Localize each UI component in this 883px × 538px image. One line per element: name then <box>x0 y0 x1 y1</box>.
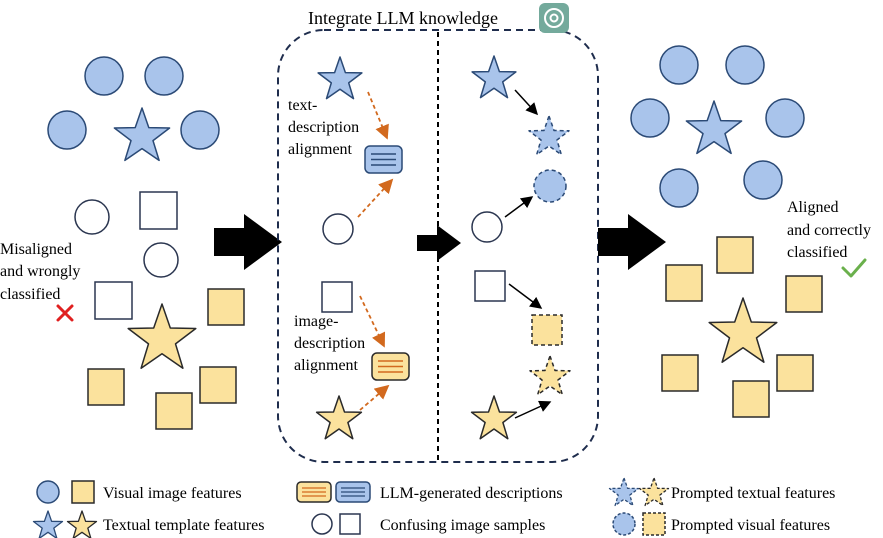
legend-llm: LLM-generated descriptions <box>296 481 563 503</box>
svg-text:Prompted textual features: Prompted textual features <box>671 485 835 502</box>
prompted-textual-blue-star <box>528 115 570 156</box>
legend-confusing: Confusing image samples <box>311 513 545 535</box>
visual-blue-circle <box>630 98 670 138</box>
text-description-alignment: text- description alignment <box>288 56 403 245</box>
right-cluster: Aligned and correctly classified <box>630 45 875 418</box>
confusing-square <box>139 191 178 230</box>
svg-text:Confusing image samples: Confusing image samples <box>380 517 545 534</box>
confusing-circle <box>471 211 503 243</box>
visual-blue-circle <box>180 110 220 150</box>
left-label: Misaligned and wrongly classified <box>0 241 84 303</box>
visual-yellow-square <box>776 354 814 392</box>
prompted-textual-yellow-star <box>529 355 571 396</box>
visual-blue-circle <box>84 56 124 96</box>
prompted-visual-blue-circle <box>533 169 567 203</box>
svg-text:Visual image features: Visual image features <box>103 485 242 502</box>
visual-yellow-square <box>732 380 770 418</box>
prompted-visual-yellow-square <box>531 314 563 346</box>
cross-icon <box>56 304 74 322</box>
image-alignment-label: image- description alignment <box>294 313 369 374</box>
textual-yellow-star <box>470 395 518 440</box>
legend-prompted-textual: Prompted textual features <box>608 477 835 507</box>
right-label: Aligned and correctly classified <box>787 199 875 261</box>
visual-blue-circle <box>743 160 783 200</box>
big-arrow-left <box>214 214 282 270</box>
textual-blue-star <box>317 56 363 100</box>
legend-textual: Textual template features <box>32 510 264 538</box>
confusing-circle <box>143 242 179 278</box>
visual-blue-circle <box>725 45 765 85</box>
textual-yellow-star <box>127 303 197 369</box>
visual-yellow-square <box>207 288 245 326</box>
visual-yellow-square <box>155 392 193 430</box>
visual-blue-circle <box>47 110 87 150</box>
confusing-square <box>321 281 353 313</box>
textual-yellow-star <box>315 395 363 440</box>
image-description-alignment: image- description alignment <box>294 281 410 440</box>
legend: Visual image features LLM-generated desc… <box>32 477 835 538</box>
visual-yellow-square <box>785 275 823 313</box>
check-icon <box>841 258 867 278</box>
visual-blue-circle <box>659 45 699 85</box>
visual-yellow-square <box>87 368 125 406</box>
visual-blue-circle <box>144 56 184 96</box>
text-alignment-label: text- description alignment <box>288 97 363 158</box>
textual-yellow-star <box>708 297 778 363</box>
panel-title: Integrate LLM knowledge <box>308 8 498 28</box>
llm-description-yellow-icon <box>371 352 410 381</box>
confusing-square <box>94 281 133 320</box>
confusing-square <box>474 270 506 302</box>
legend-visual: Visual image features <box>36 480 242 504</box>
openai-logo-icon <box>539 3 569 33</box>
left-cluster: Misaligned and wrongly classified <box>0 56 245 430</box>
visual-blue-circle <box>659 168 699 208</box>
svg-text:Prompted visual features: Prompted visual features <box>671 517 830 534</box>
visual-yellow-square <box>661 354 699 392</box>
visual-yellow-square <box>199 366 237 404</box>
legend-prompted-visual: Prompted visual features <box>612 512 830 536</box>
confusing-circle <box>74 199 110 235</box>
visual-yellow-square <box>716 236 754 274</box>
textual-blue-star <box>685 100 743 155</box>
prompted-features-column <box>470 55 571 440</box>
svg-text:Textual template features: Textual template features <box>103 517 264 534</box>
small-arrow-middle <box>417 225 461 261</box>
llm-description-blue-icon <box>364 145 403 174</box>
visual-blue-circle <box>765 98 805 138</box>
visual-yellow-square <box>665 264 703 302</box>
confusing-circle <box>322 213 354 245</box>
big-arrow-right <box>598 214 666 270</box>
textual-blue-star <box>113 107 171 162</box>
svg-text:LLM-generated descriptions: LLM-generated descriptions <box>380 485 563 502</box>
textual-blue-star <box>471 55 517 99</box>
